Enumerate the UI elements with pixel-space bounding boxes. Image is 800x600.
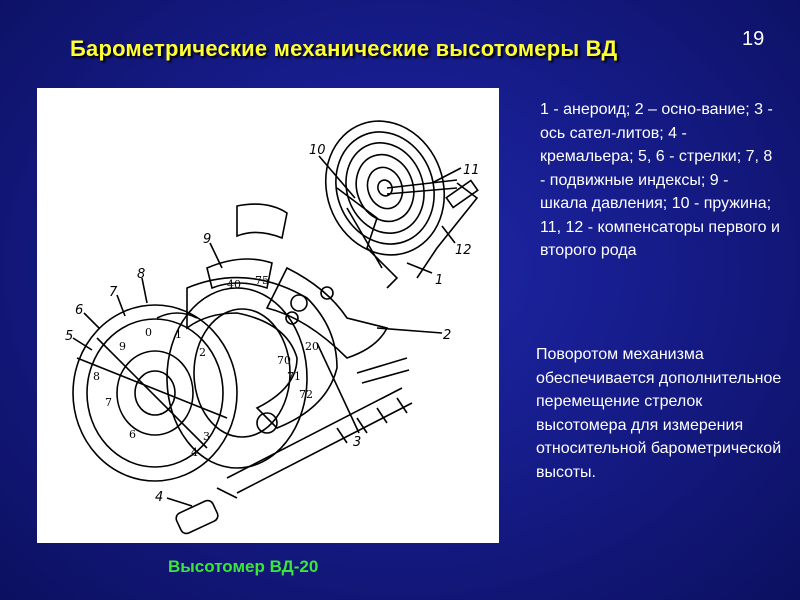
- slide-title: Барометрические механические высотомеры …: [70, 36, 618, 61]
- parts-legend: 1 - анероид; 2 – осно-вание; 3 - ось сат…: [540, 101, 780, 259]
- dial-number: 9: [119, 340, 126, 353]
- label-10: 10: [309, 143, 326, 158]
- page-number: 19: [742, 28, 765, 50]
- scale-number: 75: [255, 274, 269, 287]
- label-12: 12: [455, 243, 472, 258]
- label-11: 11: [463, 163, 480, 178]
- scale-number: 40: [227, 278, 241, 291]
- label-9: 9: [203, 232, 211, 247]
- label-7: 7: [109, 285, 118, 300]
- label-5: 5: [65, 329, 73, 344]
- description-note: Поворотом механизма обеспечивается допол…: [536, 346, 782, 481]
- label-6: 6: [75, 303, 83, 318]
- label-1: 1: [435, 273, 443, 288]
- scale-number: 72: [299, 388, 313, 401]
- dial-number: 0: [145, 326, 152, 339]
- scale-number: 70: [277, 354, 291, 367]
- dial-number: 4: [191, 446, 198, 459]
- label-2: 2: [443, 328, 451, 343]
- dial-number: 6: [129, 428, 136, 441]
- dial-number: 2: [199, 346, 206, 359]
- label-4: 4: [155, 490, 163, 505]
- altimeter-drawing: 10 11 12 1 2 3 4 5 6 7 8 9 9 0 1 2 7 4 3…: [37, 88, 499, 543]
- scale-number: 71: [287, 370, 301, 383]
- altimeter-illustration: 10 11 12 1 2 3 4 5 6 7 8 9 9 0 1 2 7 4 3…: [65, 120, 480, 535]
- label-8: 8: [137, 267, 145, 282]
- dial-number: 8: [93, 370, 100, 383]
- dial-number: 1: [175, 328, 182, 341]
- label-3: 3: [353, 435, 361, 450]
- scale-number: 20: [305, 340, 319, 353]
- dial-number: 3: [203, 430, 210, 443]
- dial-number: 7: [105, 396, 112, 409]
- figure-caption: Высотомер ВД-20: [168, 557, 319, 576]
